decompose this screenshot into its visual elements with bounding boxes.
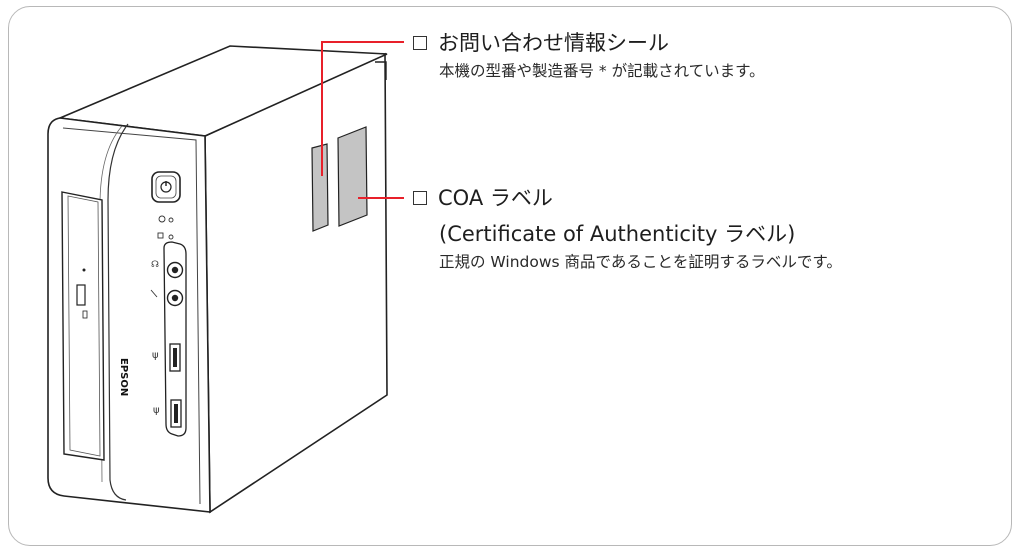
optical-drive	[61, 191, 105, 461]
brand-logo: EPSON	[118, 358, 129, 396]
callout-title: お問い合わせ情報シール	[438, 31, 669, 55]
illustration-frame	[8, 6, 1012, 546]
contact-info-label	[311, 143, 329, 232]
callout-subtitle: (Certificate of Authenticity ラベル)	[439, 222, 796, 246]
callout-coa-label: COA ラベル (Certificate of Authenticity ラベル…	[413, 186, 842, 272]
coa-label	[337, 126, 368, 227]
power-button	[151, 171, 181, 203]
callout-description: 正規の Windows 商品であることを証明するラベルです。	[439, 253, 842, 271]
callout-title: COA ラベル	[438, 186, 553, 210]
callout-description: 本機の型番や製造番号 * が記載されています。	[439, 62, 765, 80]
checkbox-icon	[413, 36, 427, 50]
callout-contact-info: お問い合わせ情報シール 本機の型番や製造番号 * が記載されています。	[413, 31, 765, 81]
svg-text:ψ: ψ	[152, 350, 159, 361]
svg-text:ψ: ψ	[153, 405, 160, 416]
checkbox-icon	[413, 191, 427, 205]
svg-text:☊: ☊	[151, 260, 159, 270]
front-io-panel: ☊ ψ ψ	[150, 171, 187, 437]
leader-line-contact	[321, 41, 404, 176]
